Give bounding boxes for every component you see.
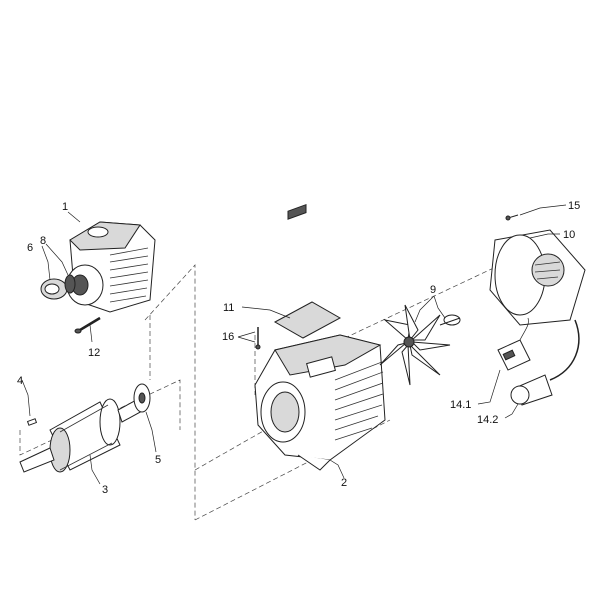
callout-14-1: 14.1 [450,399,471,411]
stator-housing [254,334,386,471]
callout-14-2: 14.2 [477,414,498,426]
callout-6: 6 [27,242,33,254]
callout-labels: 1 6 8 12 4 3 5 11 16 2 9 10 15 14.1 14.2 [17,200,580,496]
callout-5: 5 [155,454,161,466]
callout-4: 4 [17,375,23,387]
callout-11: 11 [223,302,234,314]
fan-clip [439,314,461,326]
callout-10: 10 [563,229,575,241]
small-screw [505,214,519,221]
end-shield-housing [66,221,156,313]
bearing [133,383,151,413]
terminal-cover-plate [273,203,342,339]
pulley [40,274,76,300]
plug-and-cable [510,319,580,406]
cooling-fan [379,304,451,386]
cover-screws [255,327,261,350]
callout-8: 8 [40,235,46,247]
switch-connector [497,317,531,371]
key [26,418,38,426]
callout-15: 15 [568,200,580,212]
fan-cover [489,229,586,326]
callout-3: 3 [102,484,108,496]
callout-9: 9 [430,284,436,296]
leader-lines [21,204,567,485]
rotor [19,397,145,473]
callout-12: 12 [88,347,100,359]
screw [74,316,101,334]
callout-16: 16 [222,331,234,343]
callout-1: 1 [62,201,68,213]
callout-2: 2 [341,477,347,489]
